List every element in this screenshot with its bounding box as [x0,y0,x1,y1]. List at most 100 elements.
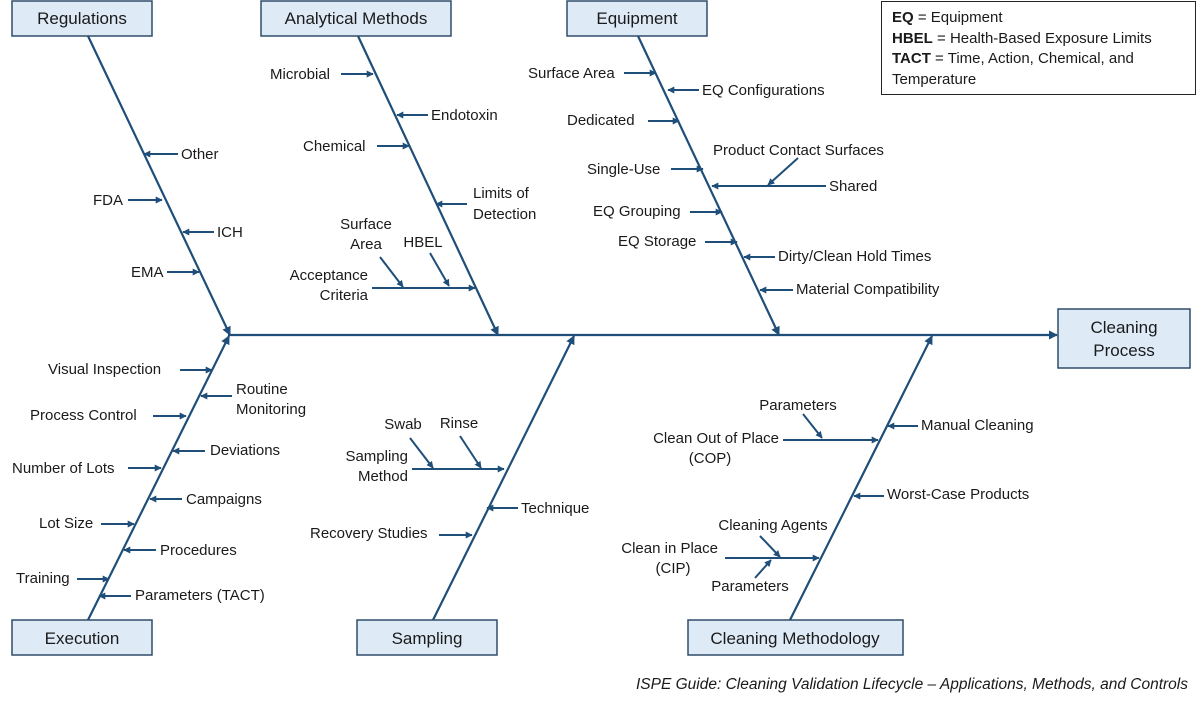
legend-key: HBEL [892,29,933,47]
cause-surface-area-equipment: Surface Area [528,65,657,82]
svg-text:Procedures: Procedures [160,542,237,559]
svg-text:Microbial: Microbial [270,66,330,83]
svg-text:Method: Method [358,468,408,485]
category-analytical-methods: Analytical Methods [260,0,452,37]
cause-process-control: Process Control [30,407,187,424]
cause-acceptance-criteria: Acceptance Criteria [290,267,476,304]
svg-text:Rinse: Rinse [440,415,478,432]
svg-text:Process Control: Process Control [30,407,137,424]
svg-text:Surface Area: Surface Area [528,65,615,82]
cause-parameters-cop: Parameters [759,397,837,439]
svg-text:Cleaning Agents: Cleaning Agents [718,517,827,534]
cause-dirty-clean-hold-times: Dirty/Clean Hold Times [743,248,931,265]
legend-text: = Equipment [913,9,1003,26]
svg-text:Worst-Case Products: Worst-Case Products [887,486,1029,503]
effect-cleaning-process: Cleaning Process [1057,308,1191,369]
svg-text:Technique: Technique [521,500,589,517]
cause-surface-area-analytical: Surface Area [340,216,404,288]
category-label: Analytical Methods [285,9,428,28]
cause-swab: Swab [384,416,434,469]
cause-training: Training [16,570,110,587]
cause-microbial: Microbial [270,66,374,83]
cause-limits-of-detection: Limits of Detection [435,185,536,223]
cause-cleaning-agents: Cleaning Agents [718,517,828,558]
svg-text:Shared: Shared [829,178,877,195]
svg-text:FDA: FDA [93,192,123,209]
svg-text:ICH: ICH [217,224,243,241]
category-label: Cleaning Methodology [710,629,880,648]
svg-text:Recovery Studies: Recovery Studies [310,525,428,542]
category-execution: Execution [11,619,153,656]
svg-text:Criteria: Criteria [320,287,369,304]
category-regulations: Regulations [11,0,153,37]
effect-label-line1: Cleaning [1090,318,1157,337]
effect-label-line2: Process [1093,341,1154,360]
cause-clean-in-place: Clean in Place (CIP) [621,540,820,577]
abbreviation-legend: EQ = Equipment HBEL = Health-Based Expos… [881,1,1196,95]
svg-text:Sampling: Sampling [345,448,408,465]
cause-parameters-cip: Parameters [711,559,789,595]
cause-rinse: Rinse [440,415,482,469]
category-label: Sampling [392,629,463,648]
svg-text:Dirty/Clean Hold Times: Dirty/Clean Hold Times [778,248,931,265]
cause-worst-case-products: Worst-Case Products [853,486,1029,503]
svg-text:Number of Lots: Number of Lots [12,460,115,477]
svg-text:Lot Size: Lot Size [39,515,93,532]
svg-text:Clean in Place: Clean in Place [621,540,718,557]
cause-parameters-tact: Parameters (TACT) [98,587,265,604]
cause-procedures: Procedures [123,542,237,559]
cause-chemical: Chemical [303,138,410,155]
category-label: Equipment [596,9,678,28]
cause-eq-storage: EQ Storage [618,233,738,250]
svg-text:Area: Area [350,236,382,253]
category-equipment: Equipment [566,0,708,37]
legend-text: = Time, Action, Chemical, and Temperatur… [892,50,1134,88]
cause-material-compatibility: Material Compatibility [759,281,940,298]
svg-text:Acceptance: Acceptance [290,267,368,284]
cause-manual-cleaning: Manual Cleaning [887,417,1034,434]
cause-deviations: Deviations [172,442,280,459]
rib-cleaning-methodology [789,335,933,621]
category-sampling: Sampling [356,619,498,656]
svg-text:Swab: Swab [384,416,422,433]
svg-text:Other: Other [181,146,219,163]
svg-text:Single-Use: Single-Use [587,161,660,178]
svg-text:Parameters: Parameters [759,397,837,414]
svg-text:Routine: Routine [236,381,288,398]
rib-execution [87,335,230,621]
svg-text:HBEL: HBEL [403,234,442,251]
svg-text:(COP): (COP) [689,450,732,467]
cause-shared: Shared [767,157,877,195]
svg-text:Visual Inspection: Visual Inspection [48,361,161,378]
cause-visual-inspection: Visual Inspection [48,361,213,378]
svg-text:Parameters (TACT): Parameters (TACT) [135,587,265,604]
svg-text:EQ Grouping: EQ Grouping [593,203,681,220]
svg-text:Material Compatibility: Material Compatibility [796,281,940,298]
cause-fda: FDA [93,192,163,209]
category-label: Regulations [37,9,127,28]
svg-text:Limits of: Limits of [473,185,530,202]
cause-routine-monitoring: Routine Monitoring [200,381,306,418]
svg-text:Endotoxin: Endotoxin [431,107,498,124]
svg-text:Clean Out of Place: Clean Out of Place [653,430,779,447]
svg-text:Training: Training [16,570,70,587]
cause-ema: EMA [131,264,200,281]
cause-eq-grouping: EQ Grouping [593,203,723,220]
svg-text:Detection: Detection [473,206,536,223]
cause-single-use: Single-Use [587,161,704,178]
cause-product-contact-surfaces: Product Contact Surfaces [711,142,884,190]
svg-text:EQ Configurations: EQ Configurations [702,82,825,99]
cause-ich: ICH [182,224,243,241]
rib-equipment [637,35,780,336]
cause-hbel: HBEL [403,234,450,287]
svg-text:(CIP): (CIP) [656,560,691,577]
svg-text:Surface: Surface [340,216,392,233]
legend-row-hbel: HBEL = Health-Based Exposure Limits [892,29,1185,50]
cause-sampling-method: Sampling Method [345,448,505,485]
cause-clean-out-of-place: Clean Out of Place (COP) [653,430,879,467]
legend-key: TACT [892,50,931,67]
legend-key: EQ [892,9,914,26]
cause-dedicated: Dedicated [567,112,680,129]
svg-text:Chemical: Chemical [303,138,366,155]
